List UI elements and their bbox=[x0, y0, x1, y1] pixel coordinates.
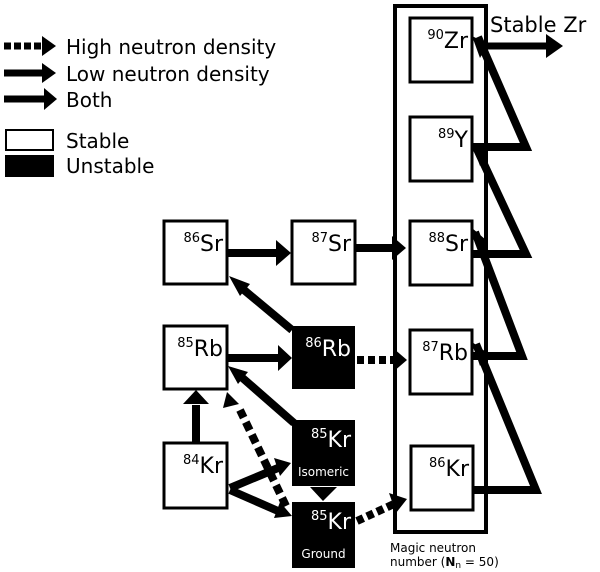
arrow-rb87-sr88 bbox=[471, 230, 528, 360]
nuclide-label: 86Kr bbox=[429, 456, 470, 482]
arrowhead-icon bbox=[42, 63, 56, 83]
arrow-kr84-kr85g bbox=[228, 486, 280, 515]
flow-arrows bbox=[183, 236, 407, 525]
legend-both: Both bbox=[4, 88, 112, 112]
nuclide-label: 89Y bbox=[438, 127, 469, 153]
nuclide-label: 84Kr bbox=[183, 453, 224, 479]
arrow-sr88-y89 bbox=[472, 145, 533, 258]
legend: High neutron density Low neutron density… bbox=[4, 35, 276, 178]
nuclide-kr86: 86Kr bbox=[409, 444, 475, 512]
legend-label: Both bbox=[66, 88, 112, 112]
nuclide-label: 85Kr bbox=[311, 427, 352, 453]
arrowhead-icon bbox=[42, 36, 56, 56]
arrow-y89-zr90 bbox=[472, 35, 533, 151]
nuclide-sr88: 88Sr bbox=[408, 219, 474, 287]
arrow-kr85m-kr85g bbox=[310, 487, 337, 501]
beta-decay-chain bbox=[471, 35, 542, 494]
arrow-rb86-sr86 bbox=[241, 286, 295, 334]
nuclide-box bbox=[290, 219, 357, 286]
nuclide-box bbox=[292, 326, 355, 389]
nuclide-label: 86Rb bbox=[305, 336, 351, 362]
legend-high-density: High neutron density bbox=[4, 35, 276, 59]
nuclide-label: 85Rb bbox=[177, 336, 223, 362]
nuclide-kr84: 84Kr bbox=[162, 441, 229, 510]
nuclide-box bbox=[409, 444, 475, 512]
nuclide-box bbox=[408, 219, 474, 287]
nuclide-label: 88Sr bbox=[428, 231, 469, 257]
nuclide-label: 87Sr bbox=[311, 231, 352, 257]
nuclide-box bbox=[292, 420, 355, 486]
nuclide-state: Isomeric bbox=[298, 465, 349, 479]
nuclide-box bbox=[408, 328, 474, 396]
arrowhead-icon bbox=[546, 34, 563, 58]
nuclide-label: 85Kr bbox=[311, 509, 352, 535]
nuclide-box bbox=[162, 219, 229, 286]
arrow-kr85g-rb85-dashed bbox=[236, 408, 290, 508]
nuclide-label: 90Zr bbox=[427, 28, 469, 54]
nuclide-y89: 89Y bbox=[408, 115, 474, 183]
unstable-swatch bbox=[5, 155, 54, 177]
legend-label: Unstable bbox=[66, 154, 154, 178]
nuclide-box bbox=[162, 324, 229, 391]
nuclide-sr86: 86Sr bbox=[162, 219, 229, 286]
arrow-kr86-rb87 bbox=[472, 342, 542, 494]
nuclide-box bbox=[292, 502, 355, 568]
legend-low-density: Low neutron density bbox=[4, 62, 270, 86]
magic-number-label-line1: Magic neutron bbox=[390, 541, 476, 555]
nuclide-state: Ground bbox=[301, 547, 345, 561]
arrowhead-icon bbox=[44, 88, 57, 110]
decay-arrowheads bbox=[472, 36, 488, 366]
stable-swatch bbox=[5, 129, 54, 151]
nuclide-rb87: 87Rb bbox=[408, 328, 474, 396]
nuclide-rb85: 85Rb bbox=[162, 324, 229, 391]
nuclide-sr87: 87Sr bbox=[290, 219, 357, 286]
magic-number-label-line2: number (Nn = 50) bbox=[390, 555, 499, 571]
nuclide-box bbox=[408, 115, 474, 183]
legend-label: High neutron density bbox=[66, 35, 276, 59]
nuclide-box bbox=[162, 441, 229, 510]
legend-label: Low neutron density bbox=[66, 62, 270, 86]
nuclide-rb86: 86Rb bbox=[292, 326, 355, 389]
nuclide-zr90: 90Zr bbox=[408, 16, 474, 84]
nuclide-box bbox=[408, 16, 474, 84]
arrow-kr85g-kr86-dashed bbox=[355, 500, 396, 525]
arrow-kr84-kr85m bbox=[228, 464, 280, 492]
arrow-kr85m-rb85 bbox=[235, 370, 297, 427]
nuclide-label: 86Sr bbox=[183, 231, 224, 257]
nuclide-label: 87Rb bbox=[422, 340, 468, 366]
stable-zr-label: Stable Zr bbox=[490, 13, 587, 37]
legend-label: Stable bbox=[66, 129, 129, 153]
